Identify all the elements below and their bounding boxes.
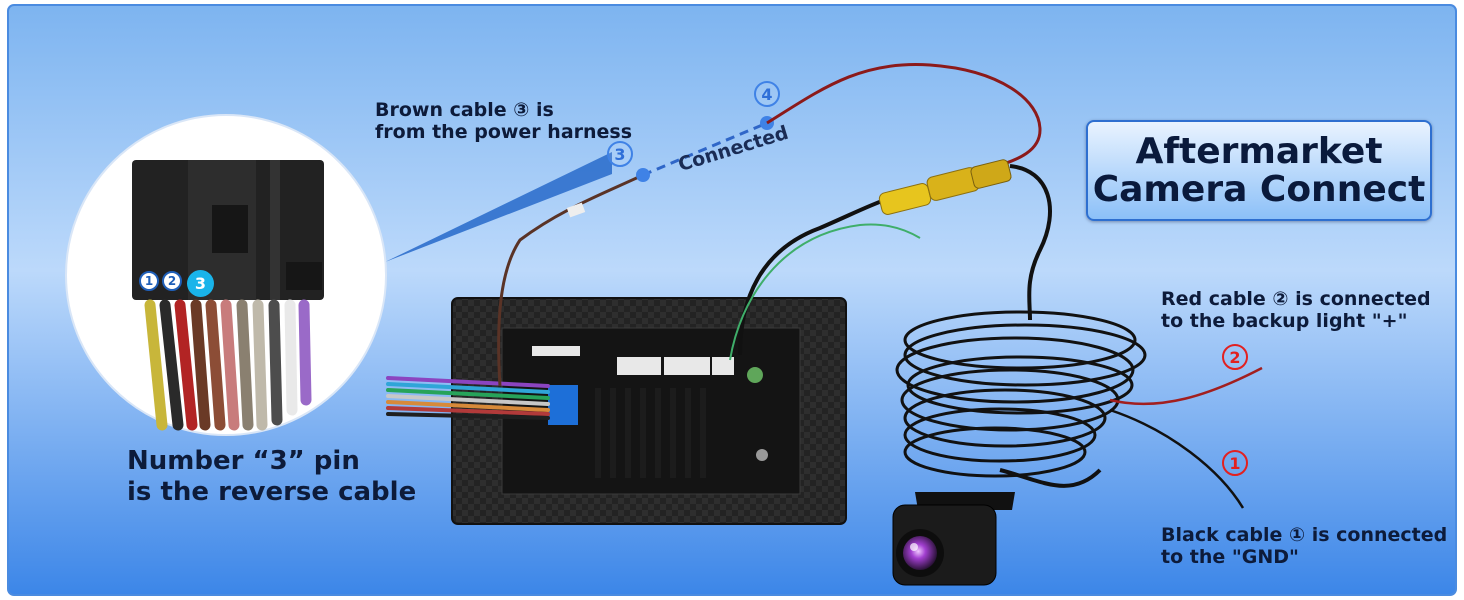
rca-connectors bbox=[878, 159, 1012, 215]
brown-cable-line-1: Brown cable ③ is bbox=[375, 99, 554, 121]
marker-4: 4 bbox=[754, 81, 780, 107]
red-cable-note: Red cable ② is connected to the backup l… bbox=[1161, 288, 1431, 333]
red-cable-line-2: to the backup light "+" bbox=[1161, 309, 1408, 332]
pin-label-2: 2 bbox=[162, 271, 182, 291]
harness-connector-zoom bbox=[65, 114, 387, 436]
brown-cable-note: Brown cable ③ is from the power harness bbox=[375, 99, 633, 144]
black-cable-note: Black cable ① is connected to the "GND" bbox=[1161, 524, 1448, 569]
video-cable bbox=[738, 198, 886, 356]
callout-wedge bbox=[385, 152, 612, 262]
reverse-pin-note: Number “3” pin is the reverse cable bbox=[127, 446, 416, 507]
reverse-pin-line-2: is the reverse cable bbox=[127, 476, 417, 507]
red-cable-line-1: Red cable ② is connected bbox=[1161, 288, 1431, 310]
pin-label-1: 1 bbox=[139, 271, 159, 291]
black-gnd-wire bbox=[1109, 408, 1245, 509]
marker-3: 3 bbox=[607, 141, 633, 167]
marker-1: 1 bbox=[1222, 450, 1248, 476]
dashed-connection bbox=[642, 121, 768, 177]
head-unit bbox=[451, 297, 847, 525]
brown-cable-line-2: from the power harness bbox=[375, 120, 633, 143]
backup-camera bbox=[892, 492, 1015, 586]
title-line-1: Aftermarket bbox=[1135, 130, 1383, 172]
black-cable-line-1: Black cable ① is connected bbox=[1161, 524, 1448, 546]
reverse-pin-line-1: Number “3” pin bbox=[127, 446, 360, 476]
marker-2: 2 bbox=[1222, 344, 1248, 370]
red-backup-wire bbox=[1109, 366, 1263, 406]
coiled-cable bbox=[895, 310, 1147, 478]
title-line-2: Camera Connect bbox=[1092, 168, 1426, 210]
power-harness-bundle bbox=[386, 376, 550, 420]
black-cable-line-2: to the "GND" bbox=[1161, 545, 1299, 568]
red-trigger-wire bbox=[766, 62, 1042, 170]
brown-reverse-wire bbox=[497, 173, 644, 387]
pin-label-3: 3 bbox=[187, 270, 214, 297]
title-box: Aftermarket Camera Connect bbox=[1086, 120, 1432, 221]
